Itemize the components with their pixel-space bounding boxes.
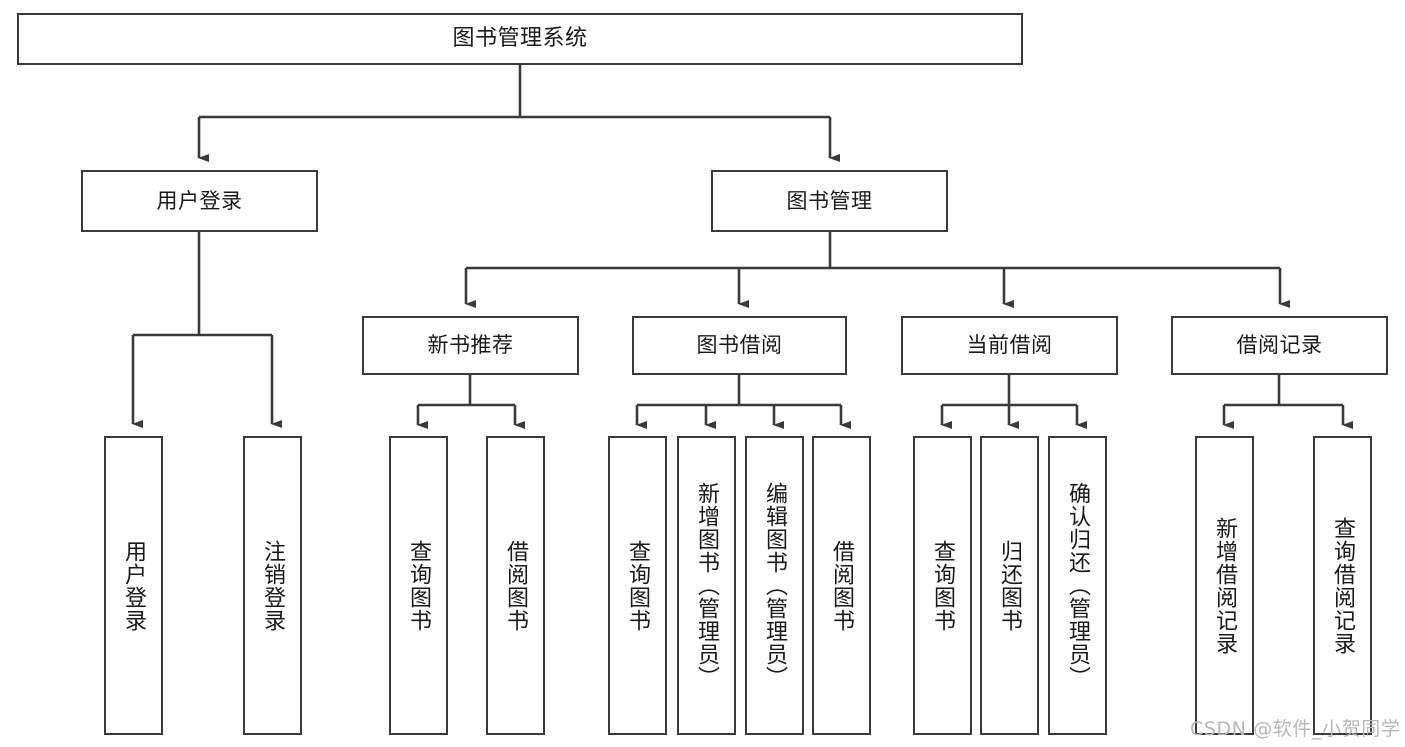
node-borrow-records[interactable]: 借阅记录 — [1171, 316, 1388, 375]
node-label: 归还图书 — [997, 539, 1023, 632]
current-borrow-connectors — [940, 375, 1087, 429]
node-label: 确认归还（管理员） — [1065, 482, 1091, 689]
node-label: 图书借阅 — [696, 333, 783, 358]
user-login-connectors — [131, 232, 282, 428]
leaf-user-login[interactable]: 用户登录 — [104, 436, 163, 735]
leaf-current-return-book[interactable]: 归还图书 — [980, 436, 1039, 735]
leaf-borrow-edit-book-admin[interactable]: 编辑图书（管理员） — [745, 436, 804, 735]
root-connectors — [197, 65, 840, 162]
node-label: 新增图书（管理员） — [694, 482, 720, 689]
node-label: 查询图书 — [930, 539, 956, 632]
node-label: 编辑图书（管理员） — [762, 482, 788, 689]
node-book-borrow[interactable]: 图书借阅 — [632, 316, 847, 375]
leaf-logout[interactable]: 注销登录 — [243, 436, 302, 735]
records-connectors — [1222, 375, 1353, 429]
node-label: 图书管理 — [786, 188, 873, 213]
leaf-current-query-book[interactable]: 查询图书 — [913, 436, 972, 735]
leaf-newbook-query-book[interactable]: 查询图书 — [389, 436, 448, 735]
node-user-login[interactable]: 用户登录 — [81, 170, 318, 232]
node-root-system[interactable]: 图书管理系统 — [17, 13, 1023, 65]
node-label: 图书管理系统 — [452, 26, 588, 52]
leaf-borrow-add-book-admin[interactable]: 新增图书（管理员） — [677, 436, 736, 735]
node-label: 借阅图书 — [503, 539, 529, 632]
node-label: 用户登录 — [121, 539, 147, 632]
node-label: 借阅记录 — [1236, 333, 1323, 358]
leaf-current-confirm-return-admin[interactable]: 确认归还（管理员） — [1048, 436, 1107, 735]
leaf-borrow-query-book[interactable]: 查询图书 — [608, 436, 667, 735]
node-label: 查询图书 — [625, 539, 651, 632]
node-label: 注销登录 — [260, 539, 286, 632]
node-new-book-recommend[interactable]: 新书推荐 — [362, 316, 579, 375]
leaf-newbook-borrow-book[interactable]: 借阅图书 — [486, 436, 545, 735]
book-mgmt-connectors — [464, 232, 1290, 308]
node-book-management[interactable]: 图书管理 — [711, 170, 948, 232]
node-label: 借阅图书 — [829, 539, 855, 632]
leaf-records-add-record[interactable]: 新增借阅记录 — [1195, 436, 1254, 735]
node-label: 查询图书 — [406, 539, 432, 632]
node-label: 用户登录 — [156, 188, 243, 213]
borrow-connectors — [635, 375, 851, 429]
node-label: 当前借阅 — [966, 333, 1053, 358]
node-current-borrow[interactable]: 当前借阅 — [901, 316, 1118, 375]
leaf-records-query-record[interactable]: 查询借阅记录 — [1313, 436, 1372, 735]
node-label: 查询借阅记录 — [1330, 516, 1356, 655]
node-label: 新书推荐 — [427, 333, 514, 358]
node-label: 新增借阅记录 — [1212, 516, 1238, 655]
leaf-borrow-borrow-book[interactable]: 借阅图书 — [812, 436, 871, 735]
new-book-connectors — [416, 375, 525, 429]
